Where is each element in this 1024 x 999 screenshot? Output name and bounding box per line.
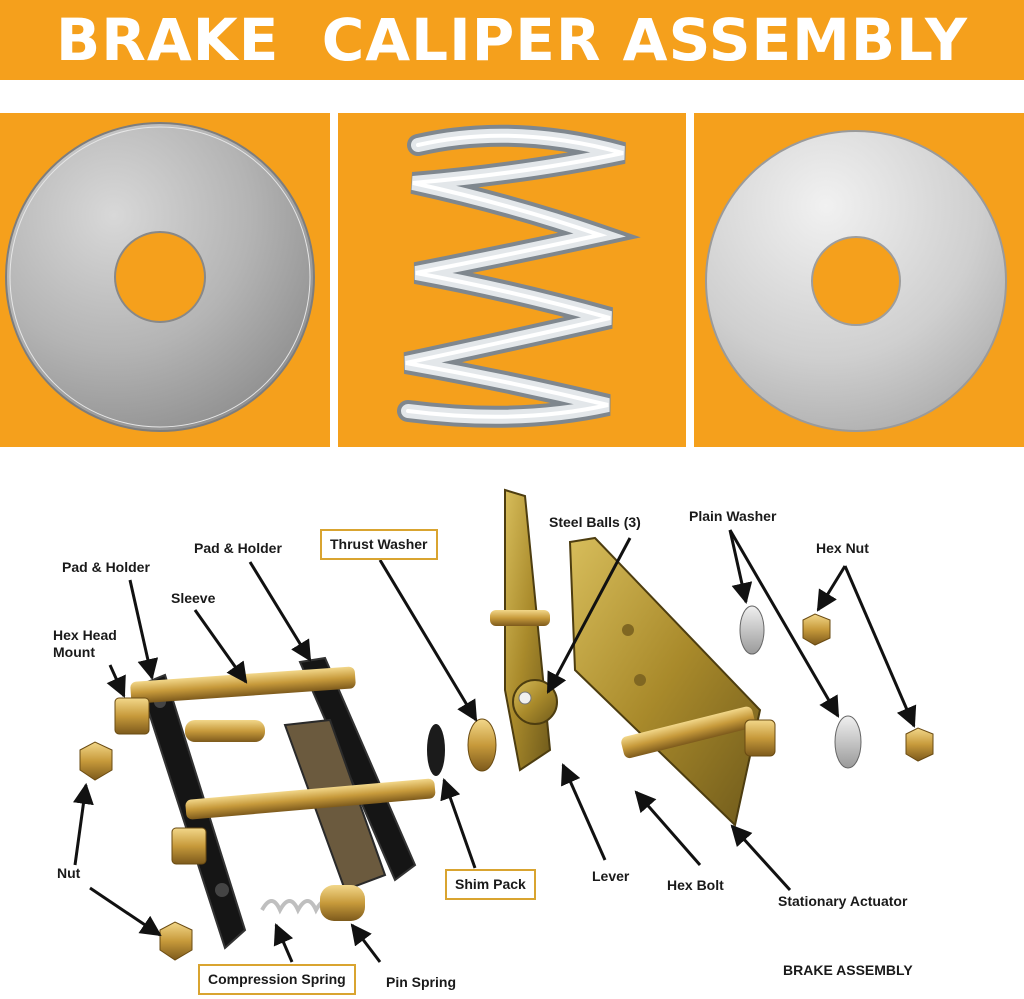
washer-photo-panel xyxy=(0,113,330,447)
label-sleeve: Sleeve xyxy=(171,590,216,606)
upper-bolt-part xyxy=(114,666,356,742)
label-lever: Lever xyxy=(592,868,630,884)
caption-brake-assembly: BRAKE ASSEMBLY xyxy=(783,962,913,978)
label-pad-holder-left: Pad & Holder xyxy=(62,559,150,575)
label-hex-nut: Hex Nut xyxy=(816,540,869,556)
assembly-diagram xyxy=(73,488,934,963)
label-compression-spring: Compression Spring xyxy=(198,964,356,995)
label-nut: Nut xyxy=(57,865,81,881)
hex-nut-part-2 xyxy=(905,727,934,762)
compression-spring-part xyxy=(260,885,365,921)
label-plain-washer: Plain Washer xyxy=(689,508,777,524)
washer-illustration-2 xyxy=(705,130,1007,432)
label-pad-holder-right: Pad & Holder xyxy=(194,540,282,556)
page-title: BRAKE CALIPER ASSEMBLY xyxy=(56,6,968,74)
shim-pack-part xyxy=(427,724,445,776)
stationary-actuator-part xyxy=(568,536,762,827)
leader-arrows xyxy=(73,529,917,963)
nut-part-1 xyxy=(79,741,113,781)
title-banner: BRAKE CALIPER ASSEMBLY xyxy=(0,0,1024,80)
pad-holder-right-part xyxy=(283,656,417,892)
label-hex-bolt: Hex Bolt xyxy=(667,877,724,893)
hex-nut-part-1 xyxy=(802,613,831,646)
nut-part-2 xyxy=(159,921,193,961)
plain-washer-part-2 xyxy=(834,715,862,769)
label-shim-pack: Shim Pack xyxy=(445,869,536,900)
compression-spring-illustration xyxy=(397,124,641,428)
washer-photo-panel-2 xyxy=(694,113,1024,447)
plain-washer-part-1 xyxy=(739,605,765,655)
lever-part xyxy=(490,488,558,772)
label-steel-balls: Steel Balls (3) xyxy=(549,514,641,530)
hex-bolt-part xyxy=(621,706,776,759)
lower-bolt-part xyxy=(171,778,436,865)
label-thrust-washer: Thrust Washer xyxy=(320,529,438,560)
label-pin-spring: Pin Spring xyxy=(386,974,456,990)
thrust-washer-part xyxy=(467,718,497,772)
label-hex-head-mount: Hex Head Mount xyxy=(53,627,117,660)
label-stationary-actuator: Stationary Actuator xyxy=(778,893,908,909)
spring-photo-panel xyxy=(338,113,686,447)
washer-illustration xyxy=(5,122,315,432)
